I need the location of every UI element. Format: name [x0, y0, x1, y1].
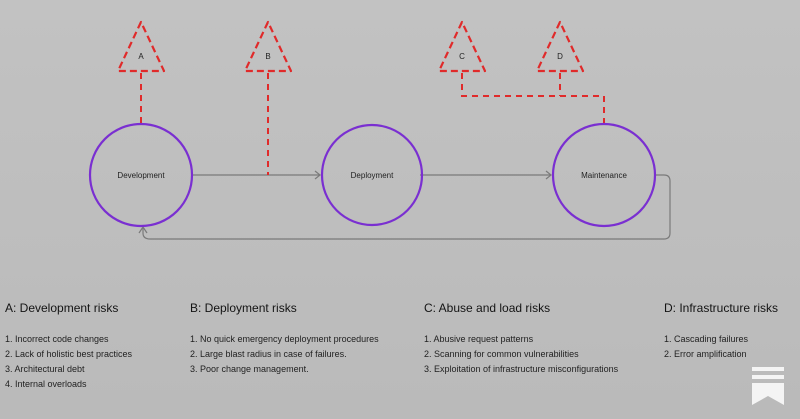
arrow-maintenance-loop-back	[142, 174, 671, 240]
risk-triangle-a	[116, 20, 166, 73]
risk-title: B: Deployment risks	[190, 301, 297, 315]
risk-triangle-c	[437, 20, 487, 73]
node-development	[88, 122, 194, 228]
risk-list: 1. Incorrect code changes 2. Lack of hol…	[5, 332, 132, 392]
risk-column-infrastructure: D: Infrastructure risks 1. Cascading fai…	[664, 301, 778, 362]
list-item: 1. Cascading failures	[664, 334, 749, 344]
risk-marker-a: A	[138, 52, 144, 61]
node-development-label: Development	[117, 171, 165, 180]
list-item: 1. No quick emergency deployment procedu…	[190, 334, 379, 344]
risk-list: 1. Cascading failures 2. Error amplifica…	[664, 332, 778, 362]
list-item: 2. Error amplification	[664, 349, 747, 359]
list-item: 2. Large blast radius in case of failure…	[190, 349, 347, 359]
list-item: 3. Poor change management.	[190, 364, 309, 374]
risk-marker-c: C	[459, 52, 465, 61]
risk-triangle-b	[243, 20, 293, 73]
node-maintenance	[551, 122, 657, 228]
list-item: 2. Scanning for common vulnerabilities	[424, 349, 579, 359]
list-item: 1. Incorrect code changes	[5, 334, 109, 344]
node-maintenance-label: Maintenance	[581, 171, 627, 180]
bookmark-stack-icon	[752, 367, 784, 405]
risk-list: 1. Abusive request patterns 2. Scanning …	[424, 332, 618, 377]
risk-column-development: A: Development risks 1. Incorrect code c…	[5, 301, 132, 392]
risk-marker-b: B	[265, 52, 270, 61]
list-item: 4. Internal overloads	[5, 379, 87, 389]
list-item: 1. Abusive request patterns	[424, 334, 534, 344]
node-deployment-label: Deployment	[351, 171, 394, 180]
risk-list: 1. No quick emergency deployment procedu…	[190, 332, 379, 377]
risk-title: D: Infrastructure risks	[664, 301, 779, 315]
risk-triangle-d	[535, 20, 585, 73]
risk-column-deployment: B: Deployment risks 1. No quick emergenc…	[190, 301, 379, 377]
risk-marker-d: D	[557, 52, 563, 61]
list-item: 3. Architectural debt	[5, 364, 85, 374]
arrowhead-maintenance	[545, 170, 552, 180]
node-deployment	[320, 123, 424, 227]
risk-column-abuse-load: C: Abuse and load risks 1. Abusive reque…	[424, 301, 618, 377]
connector-c	[461, 73, 605, 124]
arrowhead-deployment	[314, 170, 321, 180]
risk-title: C: Abuse and load risks	[424, 301, 551, 315]
list-item: 2. Lack of holistic best practices	[5, 349, 133, 359]
risk-title: A: Development risks	[5, 301, 119, 315]
list-item: 3. Exploitation of infrastructure miscon…	[424, 364, 619, 374]
